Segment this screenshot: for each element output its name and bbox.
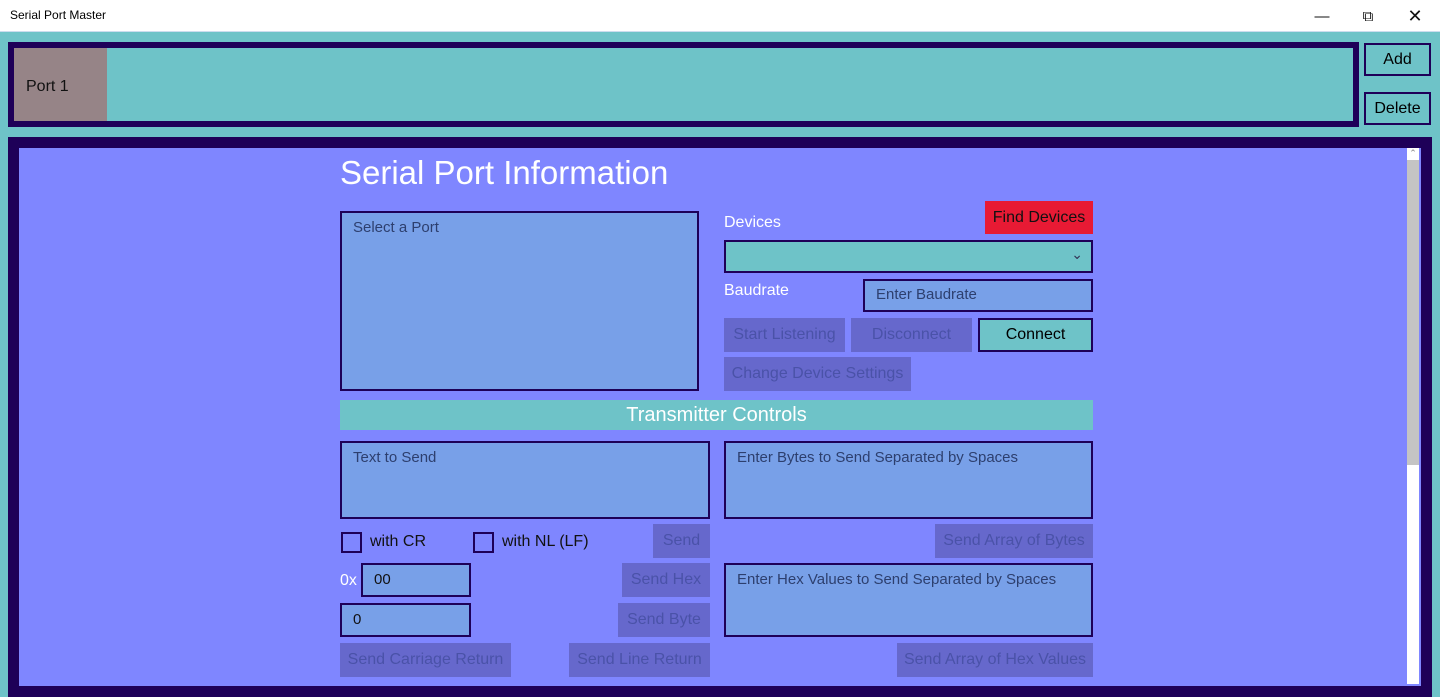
delete-button[interactable]: Delete [1364,92,1431,125]
with-cr-label: with CR [370,533,427,550]
bytes-to-send-input[interactable]: Enter Bytes to Send Separated by Spaces [724,441,1093,519]
port-list[interactable]: Select a Port [340,211,699,391]
send-carriage-return-button[interactable]: Send Carriage Return [340,643,511,677]
disconnect-button[interactable]: Disconnect [851,318,972,352]
tab-port-1[interactable]: Port 1 [14,48,107,121]
window-title: Serial Port Master [10,8,107,22]
port-tabs: Port 1 [8,42,1359,127]
with-nl-label: with NL (LF) [502,533,589,550]
send-byte-button[interactable]: Send Byte [618,603,710,637]
chevron-down-icon: ⌄ [1071,246,1083,262]
hex-values-input[interactable]: Enter Hex Values to Send Separated by Sp… [724,563,1093,637]
find-devices-button[interactable]: Find Devices [985,201,1093,234]
send-array-of-hex-button[interactable]: Send Array of Hex Values [897,643,1093,677]
change-device-settings-button[interactable]: Change Device Settings [724,357,911,391]
byte-input[interactable]: 0 [340,603,471,637]
with-cr-checkbox[interactable] [341,532,362,553]
baudrate-label: Baudrate [724,282,789,299]
send-hex-button[interactable]: Send Hex [622,563,710,597]
baudrate-input[interactable]: Enter Baudrate [863,279,1093,312]
transmitter-controls-header: Transmitter Controls [340,400,1093,430]
add-button[interactable]: Add [1364,43,1431,76]
scroll-up-icon[interactable]: ⌃ [1409,148,1417,158]
connect-button[interactable]: Connect [978,318,1093,352]
page-title: Serial Port Information [340,154,669,191]
title-bar: Serial Port Master — ⧉ ✕ [0,0,1440,32]
with-nl-checkbox[interactable] [473,532,494,553]
minimize-icon[interactable]: — [1314,7,1330,25]
restore-icon[interactable]: ⧉ [1362,7,1374,25]
send-array-of-bytes-button[interactable]: Send Array of Bytes [935,524,1093,558]
scrollbar[interactable]: ⌃ [1407,148,1419,684]
send-button[interactable]: Send [653,524,710,558]
hex-input[interactable]: 00 [361,563,471,597]
close-icon[interactable]: ✕ [1407,5,1423,26]
send-line-return-button[interactable]: Send Line Return [569,643,710,677]
scrollbar-thumb[interactable] [1407,160,1419,465]
devices-label: Devices [724,214,781,231]
text-to-send-input[interactable]: Text to Send [340,441,710,519]
hex-prefix-label: 0x [340,572,357,589]
devices-dropdown[interactable]: ⌄ [724,240,1093,273]
start-listening-button[interactable]: Start Listening [724,318,845,352]
